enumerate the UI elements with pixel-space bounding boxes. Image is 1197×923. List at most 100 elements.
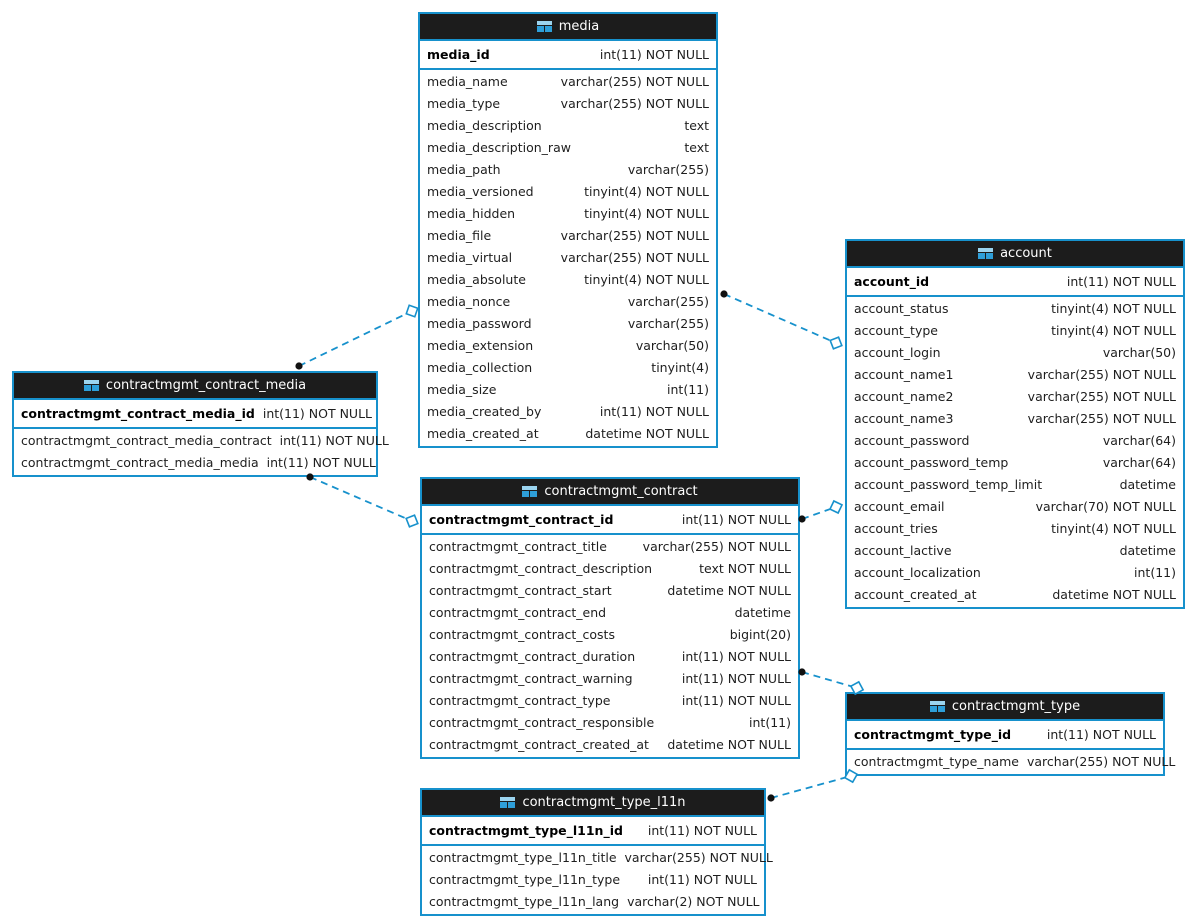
relation-diamond-endpoint (828, 499, 844, 515)
relation-line[interactable] (723, 293, 837, 344)
relation-contractmgmt_contract-to-account[interactable] (798, 499, 844, 523)
column-name: account_created_at (854, 587, 977, 602)
column-name: contractmgmt_type_l11n_lang (429, 894, 620, 909)
column-type: varchar(70) NOT NULL (1035, 499, 1176, 514)
table-header[interactable]: contractmgmt_type_l11n (422, 790, 764, 817)
column-type: int(11) NOT NULL (1066, 274, 1176, 289)
column-type: int(11) NOT NULL (681, 671, 791, 686)
relation-contractmgmt_contract-to-contractmgmt_type[interactable] (798, 668, 865, 696)
relation-line[interactable] (298, 310, 413, 367)
table-grid-icon (522, 486, 538, 497)
column-type: int(11) NOT NULL (1046, 727, 1156, 742)
column-row[interactable]: contractmgmt_contract_media_contract int(… (14, 430, 389, 452)
relation-diamond-endpoint (405, 304, 419, 318)
column-type: int(11) NOT NULL (279, 433, 389, 448)
table-header[interactable]: contractmgmt_contract (422, 479, 798, 506)
table-header[interactable]: contractmgmt_type (847, 694, 1163, 721)
relation-contractmgmt_contract_media-to-contractmgmt_contract[interactable] (306, 473, 419, 528)
table-grid-icon (929, 701, 945, 712)
column-name: contractmgmt_contract_media_id (21, 406, 255, 421)
table-header[interactable]: media (420, 14, 716, 41)
column-type: varchar(255) NOT NULL (642, 539, 791, 554)
relation-line[interactable] (801, 671, 858, 689)
column-name: account_password (854, 433, 970, 448)
relation-line[interactable] (770, 775, 852, 799)
relation-line[interactable] (801, 506, 837, 520)
column-type: varchar(255) (627, 316, 709, 331)
column-name: contractmgmt_type_l11n_id (429, 823, 623, 838)
column-type: varchar(255) NOT NULL (1026, 754, 1176, 769)
table-header[interactable]: account (847, 241, 1183, 268)
column-name: contractmgmt_contract_media_contract (21, 433, 272, 448)
column-type: varchar(255) (627, 294, 709, 309)
relation-line[interactable] (309, 476, 413, 522)
relation-media-to-account[interactable] (720, 290, 843, 350)
relation-contractmgmt_contract_media-to-media[interactable] (295, 304, 419, 370)
column-type: tinyint(4) NOT NULL (584, 272, 709, 287)
relation-contractmgmt_type_l11n-to-contractmgmt_type[interactable] (767, 768, 859, 802)
table-title: media (558, 19, 600, 34)
table-grid-icon (978, 248, 994, 259)
table-header[interactable]: contractmgmt_contract_media (14, 373, 376, 400)
column-name: media_description_raw (427, 140, 571, 155)
